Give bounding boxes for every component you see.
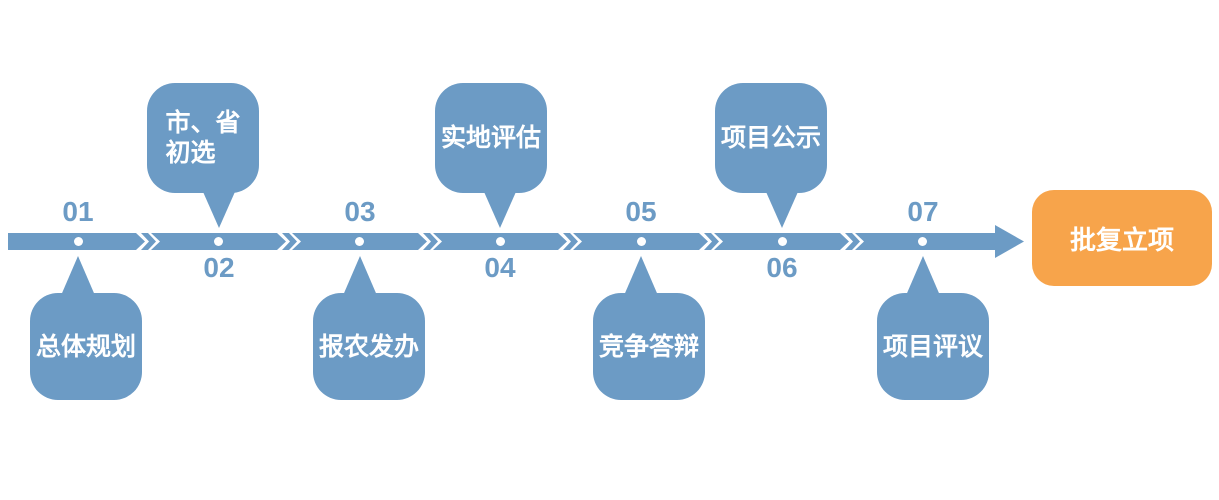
- step-label: 市、省 初选: [165, 109, 241, 167]
- step-bubble: 竞争答辩: [593, 293, 705, 400]
- step-number: 02: [203, 252, 235, 283]
- step-label: 项目公示: [720, 124, 821, 152]
- step-number: 04: [484, 252, 516, 283]
- bubble-tail-icon: [906, 256, 940, 295]
- timeline-dot-icon: [74, 237, 83, 246]
- step-number: 05: [625, 196, 657, 227]
- result-label: 批复立项: [1069, 224, 1174, 255]
- segment-gap: [840, 233, 864, 250]
- timeline-dot-icon: [214, 237, 223, 246]
- step-number: 01: [62, 196, 94, 227]
- bubble-tail-icon: [202, 190, 236, 228]
- step-bubble: 实地评估: [435, 83, 547, 193]
- step-number: 07: [907, 196, 939, 227]
- segment-gap: [277, 233, 301, 250]
- segment-gap: [558, 233, 582, 250]
- arrowhead-icon: [995, 225, 1024, 258]
- step-bubble: 项目公示: [715, 83, 827, 193]
- step-bubble: 报农发办: [313, 293, 425, 400]
- step-bubble: 项目评议: [877, 293, 989, 400]
- bubble-tail-icon: [624, 256, 658, 295]
- bubble-tail-icon: [483, 190, 517, 228]
- bubble-tail-icon: [343, 256, 377, 295]
- timeline-dot-icon: [778, 237, 787, 246]
- step-label: 竞争答辩: [598, 332, 699, 361]
- step-label: 项目评议: [882, 332, 983, 361]
- timeline-dot-icon: [918, 237, 927, 246]
- segment-gap: [136, 233, 160, 250]
- segment-gap: [699, 233, 723, 250]
- segment-gap: [418, 233, 442, 250]
- timeline-dot-icon: [496, 237, 505, 246]
- step-label: 实地评估: [440, 124, 541, 152]
- step-label: 报农发办: [318, 332, 419, 361]
- step-number: 03: [344, 196, 376, 227]
- bubble-tail-icon: [765, 190, 799, 228]
- result-box: 批复立项: [1032, 190, 1212, 286]
- step-number: 06: [766, 252, 798, 283]
- step-bubble: 总体规划: [30, 293, 142, 400]
- timeline-dot-icon: [355, 237, 364, 246]
- timeline-dot-icon: [637, 237, 646, 246]
- bubble-tail-icon: [61, 256, 95, 295]
- step-label: 总体规划: [35, 332, 136, 361]
- step-bubble: 市、省 初选: [147, 83, 259, 193]
